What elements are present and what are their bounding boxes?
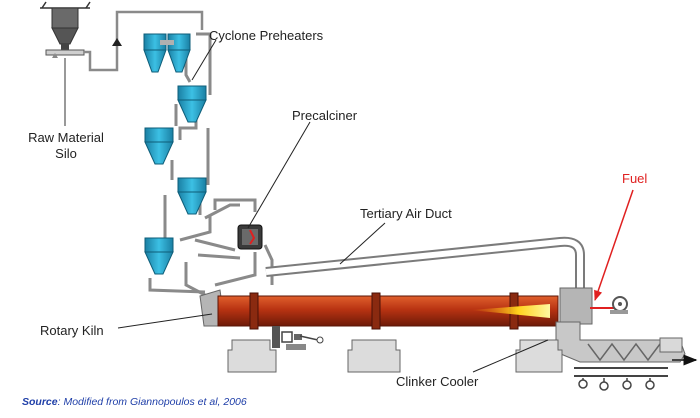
raw-material-silo: [40, 1, 91, 126]
label-rotary-kiln: Rotary Kiln: [40, 323, 104, 338]
source-prefix: Source: [22, 396, 58, 408]
rotary-kiln: [217, 292, 559, 330]
clinker-cooler: [555, 321, 698, 391]
cyclone-stage-4: [177, 177, 207, 215]
kiln-drive: [272, 326, 324, 350]
cyclone-stage-3: [144, 127, 174, 165]
leader-lines: [117, 39, 549, 373]
cooler-fans: [578, 378, 655, 391]
fuel-arrow: [594, 189, 634, 301]
source-caption: Source: Modified from Giannopoulos et al…: [22, 396, 247, 408]
leader-cyclone-preheaters: [191, 39, 217, 81]
leader-rotary-kiln: [117, 313, 213, 329]
label-fuel: Fuel: [622, 171, 647, 186]
leader-clinker-cooler: [472, 339, 549, 373]
label-silo: Silo: [55, 146, 77, 161]
cyclone-stage-5: [144, 237, 174, 275]
kiln-supports: [227, 339, 563, 373]
label-clinker-cooler: Clinker Cooler: [396, 374, 479, 389]
cyclone-stage-2: [177, 85, 207, 123]
labels: Raw Material Silo Cyclone Preheaters Pre…: [28, 28, 647, 389]
source-text: : Modified from Giannopoulos et al, 2006: [57, 396, 247, 408]
label-raw-material: Raw Material: [28, 130, 104, 145]
precalciner-ducts: [194, 198, 274, 287]
cyclone-top-right: [167, 33, 191, 73]
tertiary-air-duct: [265, 236, 585, 290]
feed-line: [84, 10, 204, 72]
burner: [559, 287, 628, 325]
label-cyclone-preheaters: Cyclone Preheaters: [209, 28, 324, 43]
precalciner: [237, 224, 263, 250]
cyclone-top-left: [143, 33, 167, 73]
label-precalciner: Precalciner: [292, 108, 358, 123]
kiln-flame: [470, 304, 550, 318]
leader-tertiary-air-duct: [339, 222, 386, 265]
label-tertiary-air-duct: Tertiary Air Duct: [360, 206, 452, 221]
leader-precalciner: [247, 121, 311, 229]
cyclone-preheaters: [143, 33, 207, 275]
